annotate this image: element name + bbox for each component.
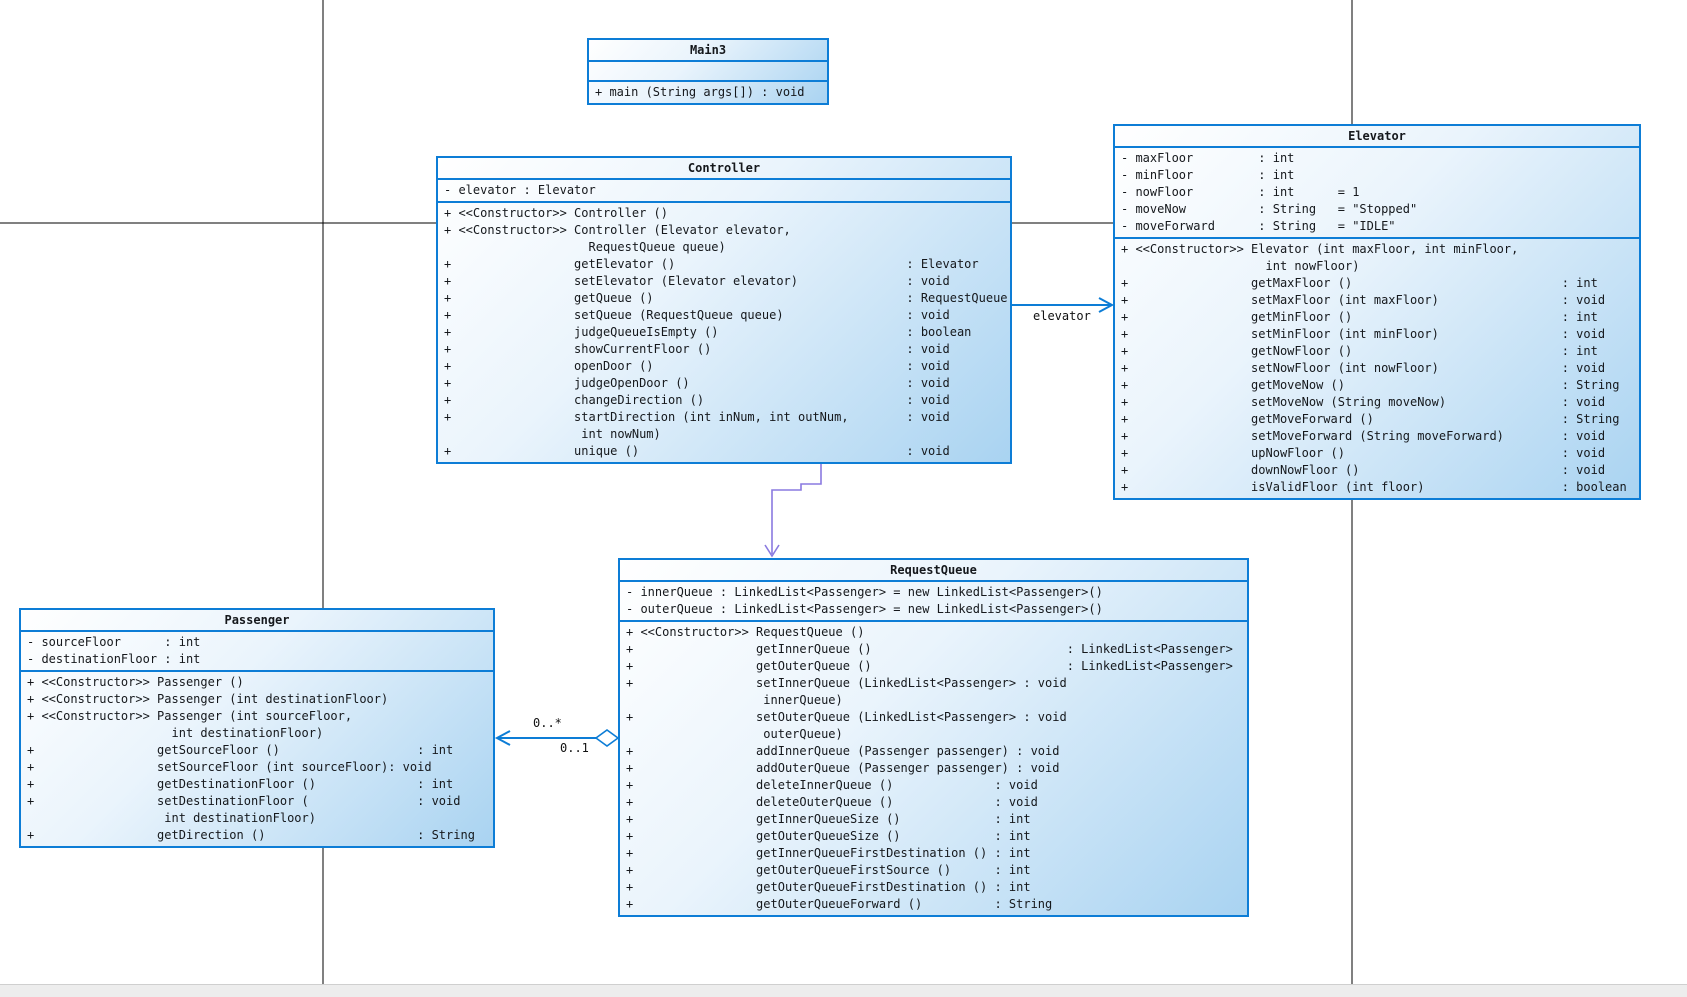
methods-compartment: + main (String args[]) : void [589,82,827,103]
method-row: int destinationFloor) [27,811,316,825]
method-row: + <<Constructor>> Passenger (int sourceF… [27,709,353,723]
attribute-row: - maxFloor : int [1121,151,1295,165]
method-row: + getElevator () : Elevator [444,257,979,271]
attributes-compartment: - maxFloor : int - minFloor : int - nowFlo… [1115,148,1639,239]
method-row: + setMinFloor (int minFloor) : void [1121,327,1606,341]
bottom-scrollbar-track[interactable] [0,984,1687,997]
method-row: + main (String args[]) : void [595,85,805,99]
class-title: Main3 [589,40,827,62]
method-row: + getNowFloor () : int [1121,344,1598,358]
arrowhead-down-icon [764,544,780,558]
attribute-row: - innerQueue : LinkedList<Passenger> = n… [626,585,1103,599]
attribute-row: - minFloor : int [1121,168,1295,182]
method-row: + upNowFloor () : void [1121,446,1606,460]
method-row: + <<Constructor>> RequestQueue () [626,625,865,639]
method-row: + <<Constructor>> Elevator (int maxFloor… [1121,242,1519,256]
attribute-row: - nowFloor : int = 1 [1121,185,1360,199]
method-row: RequestQueue queue) [444,240,726,254]
method-row: + getDirection () : String [27,828,475,842]
method-row: + downNowFloor () : void [1121,463,1606,477]
method-row: + deleteOuterQueue () : void [626,795,1038,809]
method-row: + judgeOpenDoor () : void [444,376,950,390]
class-title: Controller [438,158,1010,180]
method-row: + setOuterQueue (LinkedList<Passenger> :… [626,710,1067,724]
method-row: + getOuterQueueFirstDestination () : int [626,880,1031,894]
method-row: + getOuterQueue () : LinkedList<Passenge… [626,659,1233,673]
class-elevator[interactable]: Elevator - maxFloor : int - minFloor : int… [1113,124,1641,500]
method-row: + <<Constructor>> Passenger () [27,675,244,689]
method-row: + getMoveNow () : String [1121,378,1620,392]
aggregation-requestqueue-passenger[interactable] [494,729,620,747]
multiplicity-upper-label: 0..* [533,716,562,730]
method-row: + setMoveNow (String moveNow) : void [1121,395,1606,409]
method-row: + setNowFloor (int nowFloor) : void [1121,361,1606,375]
method-row: + changeDirection () : void [444,393,950,407]
method-row: + setSourceFloor (int sourceFloor): void [27,760,432,774]
method-row: outerQueue) [626,727,843,741]
method-row: + getOuterQueueFirstSource () : int [626,863,1031,877]
method-row: + <<Constructor>> Passenger (int destina… [27,692,389,706]
method-row: + getInnerQueue () : LinkedList<Passenge… [626,642,1233,656]
attributes-compartment: - sourceFloor : int - destinationFloor : … [21,632,493,672]
method-row: + getInnerQueueFirstDestination () : int [626,846,1031,860]
aggregation-diamond-icon [594,729,620,747]
attributes-compartment: - innerQueue : LinkedList<Passenger> = n… [620,582,1247,622]
method-row: + getInnerQueueSize () : int [626,812,1031,826]
method-row: + setInnerQueue (LinkedList<Passenger> :… [626,676,1067,690]
attribute-row: - moveNow : String = "Stopped" [1121,202,1418,216]
method-row: + showCurrentFloor () : void [444,342,950,356]
method-row: + unique () : void [444,444,950,458]
method-row: + getMaxFloor () : int [1121,276,1598,290]
class-main3[interactable]: Main3 + main (String args[]) : void [587,38,829,105]
method-row: + getOuterQueueForward () : String [626,897,1053,911]
method-row: + getMoveForward () : String [1121,412,1620,426]
method-row: + setMoveForward (String moveForward) : … [1121,429,1606,443]
method-row: int destinationFloor) [27,726,324,740]
method-row: + <<Constructor>> Controller () [444,206,668,220]
class-title: Passenger [21,610,493,632]
method-row: + judgeQueueIsEmpty () : boolean [444,325,972,339]
attribute-row: - outerQueue : LinkedList<Passenger> = n… [626,602,1103,616]
class-title: RequestQueue [620,560,1247,582]
method-row: + startDirection (int inNum, int outNum,… [444,410,950,424]
arrowhead-right-icon [1098,297,1115,313]
dependency-controller-requestqueue[interactable] [764,464,822,558]
attributes-compartment: - elevator : Elevator [438,180,1010,203]
method-row: int nowFloor) [1121,259,1360,273]
method-row: + isValidFloor (int floor) : boolean [1121,480,1627,494]
method-row: + <<Constructor>> Controller (Elevator e… [444,223,791,237]
method-row: + getSourceFloor () : int [27,743,454,757]
attribute-row: - destinationFloor : int [27,652,201,666]
method-row: int nowNum) [444,427,661,441]
method-row: + setMaxFloor (int maxFloor) : void [1121,293,1606,307]
attribute-row: - sourceFloor : int [27,635,201,649]
method-row: + getQueue () : RequestQueue [444,291,1008,305]
method-row: + getMinFloor () : int [1121,310,1598,324]
class-requestqueue[interactable]: RequestQueue - innerQueue : LinkedList<Pa… [618,558,1249,917]
association-label: elevator [1033,309,1091,323]
methods-compartment: + <<Constructor>> Elevator (int maxFloor… [1115,239,1639,498]
method-row: + setDestinationFloor ( : void [27,794,461,808]
method-row: + getDestinationFloor () : int [27,777,454,791]
method-row: + addInnerQueue (Passenger passenger) : … [626,744,1060,758]
attribute-row: - moveForward : String = "IDLE" [1121,219,1396,233]
method-row: + addOuterQueue (Passenger passenger) : … [626,761,1060,775]
method-row: + setQueue (RequestQueue queue) : void [444,308,950,322]
methods-compartment: + <<Constructor>> Controller () + <<Const… [438,203,1010,462]
methods-compartment: + <<Constructor>> Passenger () + <<Constr… [21,672,493,846]
association-controller-elevator[interactable] [1012,297,1115,313]
class-controller[interactable]: Controller - elevator : Elevator + <<Const… [436,156,1012,464]
method-row: + deleteInnerQueue () : void [626,778,1038,792]
class-title: Elevator [1115,126,1639,148]
method-row: + setElevator (Elevator elevator) : void [444,274,950,288]
multiplicity-lower-label: 0..1 [560,741,589,755]
method-row: + openDoor () : void [444,359,950,373]
attributes-compartment [589,62,827,82]
methods-compartment: + <<Constructor>> RequestQueue () + getIn… [620,622,1247,915]
method-row: innerQueue) [626,693,843,707]
class-passenger[interactable]: Passenger - sourceFloor : int - destinatio… [19,608,495,848]
attribute-row: - elevator : Elevator [444,183,596,197]
method-row: + getOuterQueueSize () : int [626,829,1031,843]
arrowhead-left-icon [494,730,511,746]
